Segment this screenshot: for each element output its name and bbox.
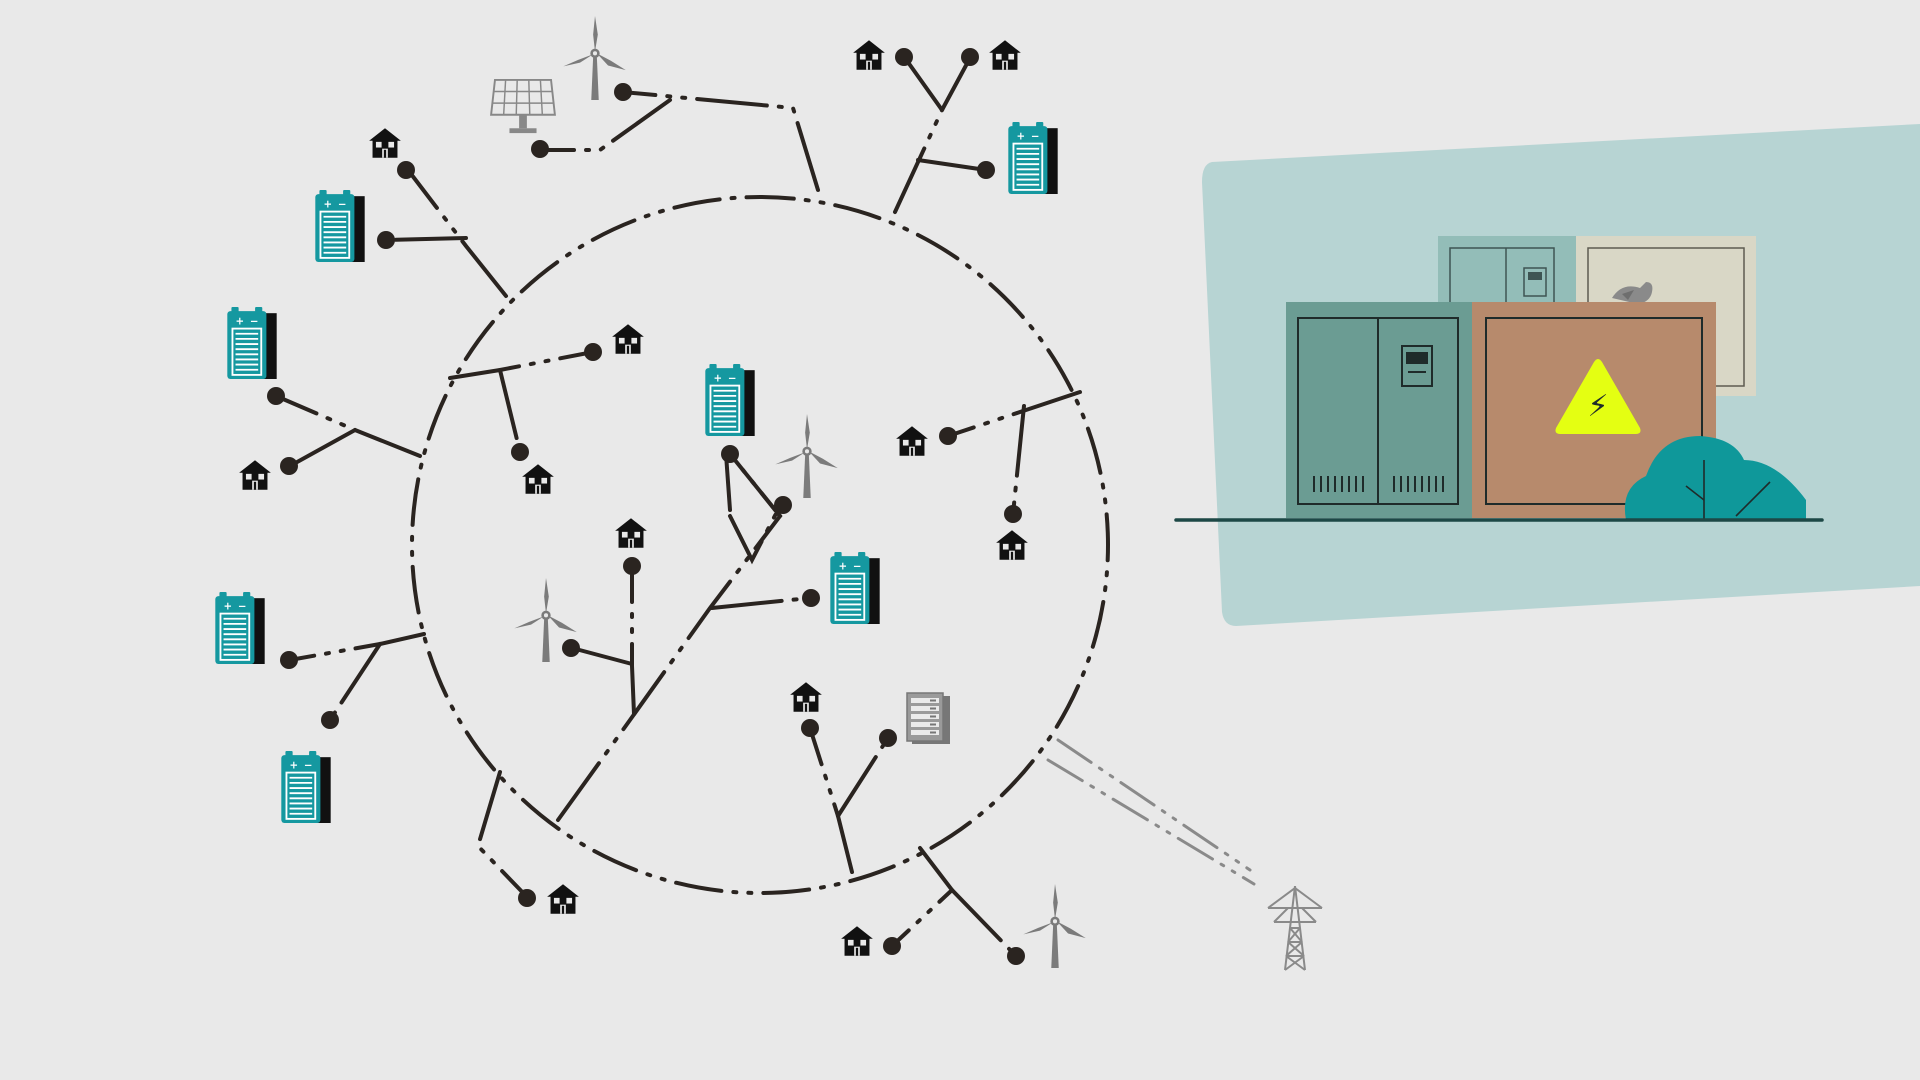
wind-turbine-icon [775, 414, 838, 498]
microgrid-ring [409, 194, 1110, 895]
server-rack-icon [906, 692, 950, 744]
battery-icon [704, 364, 756, 436]
house-icon [612, 324, 644, 354]
house-icon [896, 426, 928, 456]
battery-icon [226, 307, 278, 379]
house-icon [369, 128, 401, 158]
feeder-lines [274, 56, 1082, 958]
battery-icon [1007, 122, 1059, 194]
battery-icon [314, 190, 366, 262]
bird-icon [1612, 282, 1653, 304]
house-icon [996, 530, 1028, 560]
house-icon [522, 464, 554, 494]
connection-nodes [267, 48, 1025, 965]
power-pylon-icon [1267, 886, 1323, 971]
substation-panel: ⚡ [1174, 124, 1920, 626]
wind-turbine-icon [1023, 884, 1086, 968]
house-icon [989, 40, 1021, 70]
house-icon [853, 40, 885, 70]
battery-icon [280, 751, 332, 823]
wind-turbines [514, 16, 1086, 968]
house-icon [841, 926, 873, 956]
battery-icon [829, 552, 881, 624]
house-icon [790, 682, 822, 712]
high-voltage-warning-icon: ⚡ [1555, 359, 1641, 434]
house-icon [547, 884, 579, 914]
house-icon [239, 460, 271, 490]
bush-icon [1624, 436, 1806, 520]
solar-panel-icon [490, 78, 556, 135]
house-icon [615, 518, 647, 548]
grid-connection-lines [1046, 738, 1256, 886]
battery-icon [214, 592, 266, 664]
warning-symbol: ⚡ [1587, 389, 1608, 424]
